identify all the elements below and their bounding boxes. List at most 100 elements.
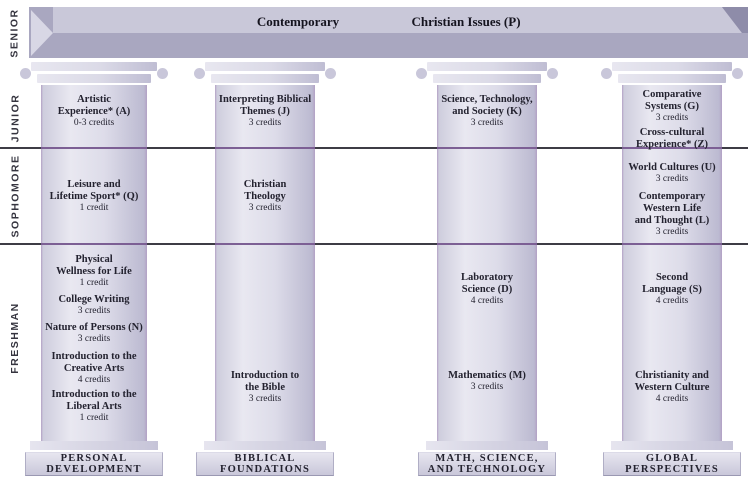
course-college-writing: College Writing 3 credits — [35, 294, 153, 318]
row-label-freshman: FRESHMAN — [9, 301, 21, 374]
course-title: Introduction to the Bible — [230, 370, 300, 393]
pillar-biblical-foundations: BIBLICAL FOUNDATIONS Interpreting Biblic… — [194, 0, 336, 483]
pillar-shaft — [215, 85, 315, 441]
capital-dot-right — [732, 68, 743, 79]
course-cross-cultural-experience: Cross-cultural Experience* (Z) — [612, 127, 732, 151]
divider-overlay — [622, 147, 722, 149]
capital-dot-left — [20, 68, 31, 79]
course-title: Cross-cultural Experience* (Z) — [635, 127, 709, 150]
capital-dot-left — [601, 68, 612, 79]
course-credits: 3 credits — [655, 227, 689, 237]
course-credits: 3 credits — [655, 174, 689, 184]
course-credits: 3 credits — [470, 382, 504, 392]
course-laboratory-science: Laboratory Science (D) 4 credits — [427, 272, 547, 308]
course-credits: 3 credits — [248, 203, 282, 213]
pillar-capital-upper — [427, 62, 547, 71]
pillar-base-step — [204, 441, 326, 450]
course-credits: 0-3 credits — [73, 118, 115, 128]
course-title: Interpreting Biblical Themes (J) — [218, 94, 312, 117]
pillar-base: MATH, SCIENCE, AND TECHNOLOGY — [418, 452, 556, 476]
pillar-base: GLOBAL PERSPECTIVES — [603, 452, 741, 476]
course-credits: 4 credits — [77, 375, 111, 385]
senior-banner-graphic — [29, 7, 748, 58]
course-leisure-lifetime-sport: Leisure and Lifetime Sport* (Q) 1 credit — [35, 179, 153, 215]
pillar-capital-lower — [211, 74, 319, 83]
course-title: Contemporary Western Life and Thought (L… — [634, 191, 710, 226]
course-intro-creative-arts: Introduction to the Creative Arts 4 cred… — [35, 351, 153, 387]
capital-dot-right — [157, 68, 168, 79]
divider-junior-sophomore — [0, 147, 748, 149]
course-title: Physical Wellness for Life — [56, 254, 132, 277]
pillar-personal-development: PERSONAL DEVELOPMENT Artistic Experience… — [20, 0, 168, 483]
capital-dot-left — [416, 68, 427, 79]
pillar-base-step — [611, 441, 733, 450]
pillar-capital-upper — [205, 62, 325, 71]
pillar-shaft — [622, 85, 722, 441]
capital-dot-right — [547, 68, 558, 79]
course-world-cultures: World Cultures (U) 3 credits — [612, 162, 732, 186]
course-christianity-western-culture: Christianity and Western Culture 4 credi… — [612, 370, 732, 406]
course-credits: 3 credits — [248, 118, 282, 128]
divider-overlay — [41, 147, 147, 149]
course-interpreting-biblical-themes: Interpreting Biblical Themes (J) 3 credi… — [205, 94, 325, 130]
course-contemporary-western-life: Contemporary Western Life and Thought (L… — [612, 191, 732, 239]
course-christian-theology: Christian Theology 3 credits — [205, 179, 325, 215]
banner-arrow-tail — [31, 10, 53, 56]
course-credits: 3 credits — [470, 118, 504, 128]
divider-overlay — [41, 243, 147, 245]
pillar-shaft — [41, 85, 147, 441]
course-second-language: Second Language (S) 4 credits — [612, 272, 732, 308]
course-intro-bible: Introduction to the Bible 3 credits — [205, 370, 325, 406]
course-title: Laboratory Science (D) — [461, 272, 513, 295]
course-title: Christian Theology — [243, 179, 287, 202]
course-credits: 3 credits — [77, 306, 111, 316]
pillar-global-perspectives: GLOBAL PERSPECTIVES Comparative Systems … — [601, 0, 743, 483]
pillar-footer-label: GLOBAL PERSPECTIVES — [625, 453, 719, 475]
pillar-footer-label: BIBLICAL FOUNDATIONS — [219, 453, 310, 475]
pillar-shaft — [437, 85, 537, 441]
course-title: Introduction to the Liberal Arts — [51, 389, 137, 412]
course-title: World Cultures (U) — [628, 162, 716, 173]
course-artistic-experience: Artistic Experience* (A) 0-3 credits — [35, 94, 153, 130]
course-title: Leisure and Lifetime Sport* (Q) — [49, 179, 139, 202]
capital-dot-right — [325, 68, 336, 79]
course-credits: 4 credits — [470, 296, 504, 306]
banner-segment-contemporary: Contemporary — [256, 14, 340, 29]
course-title: Introduction to the Creative Arts — [51, 351, 137, 374]
divider-overlay — [215, 243, 315, 245]
pillar-capital-upper — [612, 62, 732, 71]
divider-overlay — [437, 147, 537, 149]
row-label-sophomore: SOPHOMORE — [9, 154, 21, 237]
course-intro-liberal-arts: Introduction to the Liberal Arts 1 credi… — [35, 389, 153, 425]
course-title: Christianity and Western Culture — [634, 370, 710, 393]
course-nature-of-persons: Nature of Persons (N) 3 credits — [35, 322, 153, 346]
course-title: Artistic Experience* (A) — [57, 94, 131, 117]
row-label-junior: JUNIOR — [9, 93, 21, 143]
pillar-footer-label: MATH, SCIENCE, AND TECHNOLOGY — [427, 453, 547, 475]
pillar-base: PERSONAL DEVELOPMENT — [25, 452, 163, 476]
pillar-footer-label: PERSONAL DEVELOPMENT — [46, 453, 142, 475]
pillar-capital-lower — [37, 74, 151, 83]
course-title: Science, Technology, and Society (K) — [441, 94, 533, 117]
pillar-math-science-technology: MATH, SCIENCE, AND TECHNOLOGY Science, T… — [416, 0, 558, 483]
course-credits: 3 credits — [77, 334, 111, 344]
pillar-capital-lower — [433, 74, 541, 83]
course-title: Mathematics (M) — [448, 370, 526, 381]
course-credits: 1 credit — [79, 203, 109, 213]
divider-overlay — [215, 147, 315, 149]
pillar-capital-lower — [618, 74, 726, 83]
course-comparative-systems: Comparative Systems (G) 3 credits — [612, 89, 732, 125]
course-credits: 3 credits — [248, 394, 282, 404]
banner-end-cap — [722, 7, 748, 33]
pillar-base-step — [30, 441, 158, 450]
divider-overlay — [437, 243, 537, 245]
course-title: College Writing — [58, 294, 130, 305]
capital-dot-left — [194, 68, 205, 79]
divider-overlay — [622, 243, 722, 245]
banner-segment-christian-issues: Christian Issues (P) — [411, 14, 521, 29]
course-title: Second Language (S) — [642, 272, 702, 295]
course-credits: 4 credits — [655, 394, 689, 404]
banner-top-face — [53, 7, 742, 33]
pillar-capital-upper — [31, 62, 157, 71]
